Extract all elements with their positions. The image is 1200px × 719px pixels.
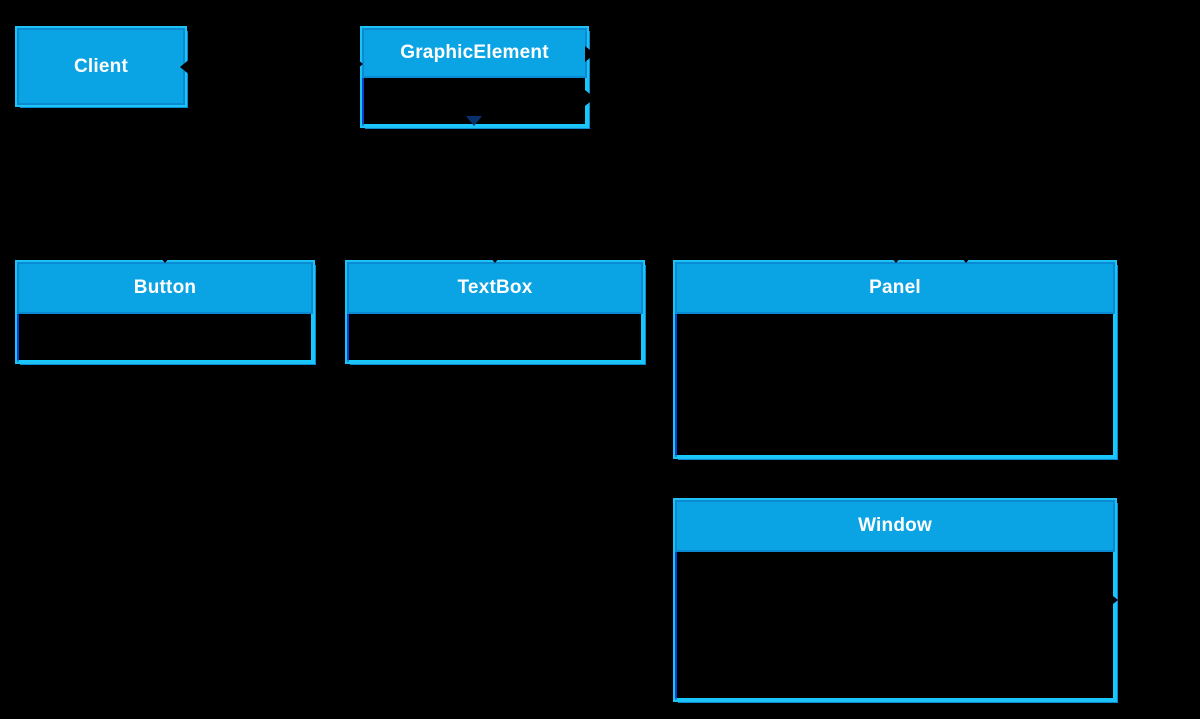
class-box-panel[interactable]: Panel [673, 260, 1118, 460]
connector-arrow-to-window-right [1108, 592, 1118, 608]
class-name-graphic-element: GraphicElement [362, 28, 587, 78]
connector-arrow-to-graphic-bottom [466, 116, 482, 126]
class-name-textbox: TextBox [347, 262, 643, 314]
class-box-button[interactable]: Button [15, 260, 316, 365]
class-box-textbox[interactable]: TextBox [345, 260, 646, 365]
connector-arrow-to-panel-top-left [887, 252, 905, 263]
connector-arrow-from-graphic-right-bottom [585, 90, 595, 106]
class-name-panel: Panel [675, 262, 1115, 314]
class-box-client[interactable]: Client [15, 26, 188, 108]
connector-arrow-to-textbox-top [486, 252, 504, 263]
class-box-window[interactable]: Window [673, 498, 1118, 703]
class-body-button [17, 314, 313, 362]
connector-arrow-to-button-top [156, 252, 174, 263]
class-name-button: Button [17, 262, 313, 314]
class-body-panel [675, 314, 1115, 457]
class-name-client: Client [17, 28, 185, 105]
connector-arrow-to-panel-top-right [957, 252, 975, 263]
connector-arrow-from-graphic-left [353, 56, 363, 72]
class-box-graphic-element[interactable]: GraphicElement [360, 26, 590, 129]
class-name-window: Window [675, 500, 1115, 552]
connector-arrow-to-client-right [180, 58, 191, 76]
class-body-textbox [347, 314, 643, 362]
connector-arrow-from-graphic-right-top [585, 46, 595, 62]
class-body-window [675, 552, 1115, 700]
